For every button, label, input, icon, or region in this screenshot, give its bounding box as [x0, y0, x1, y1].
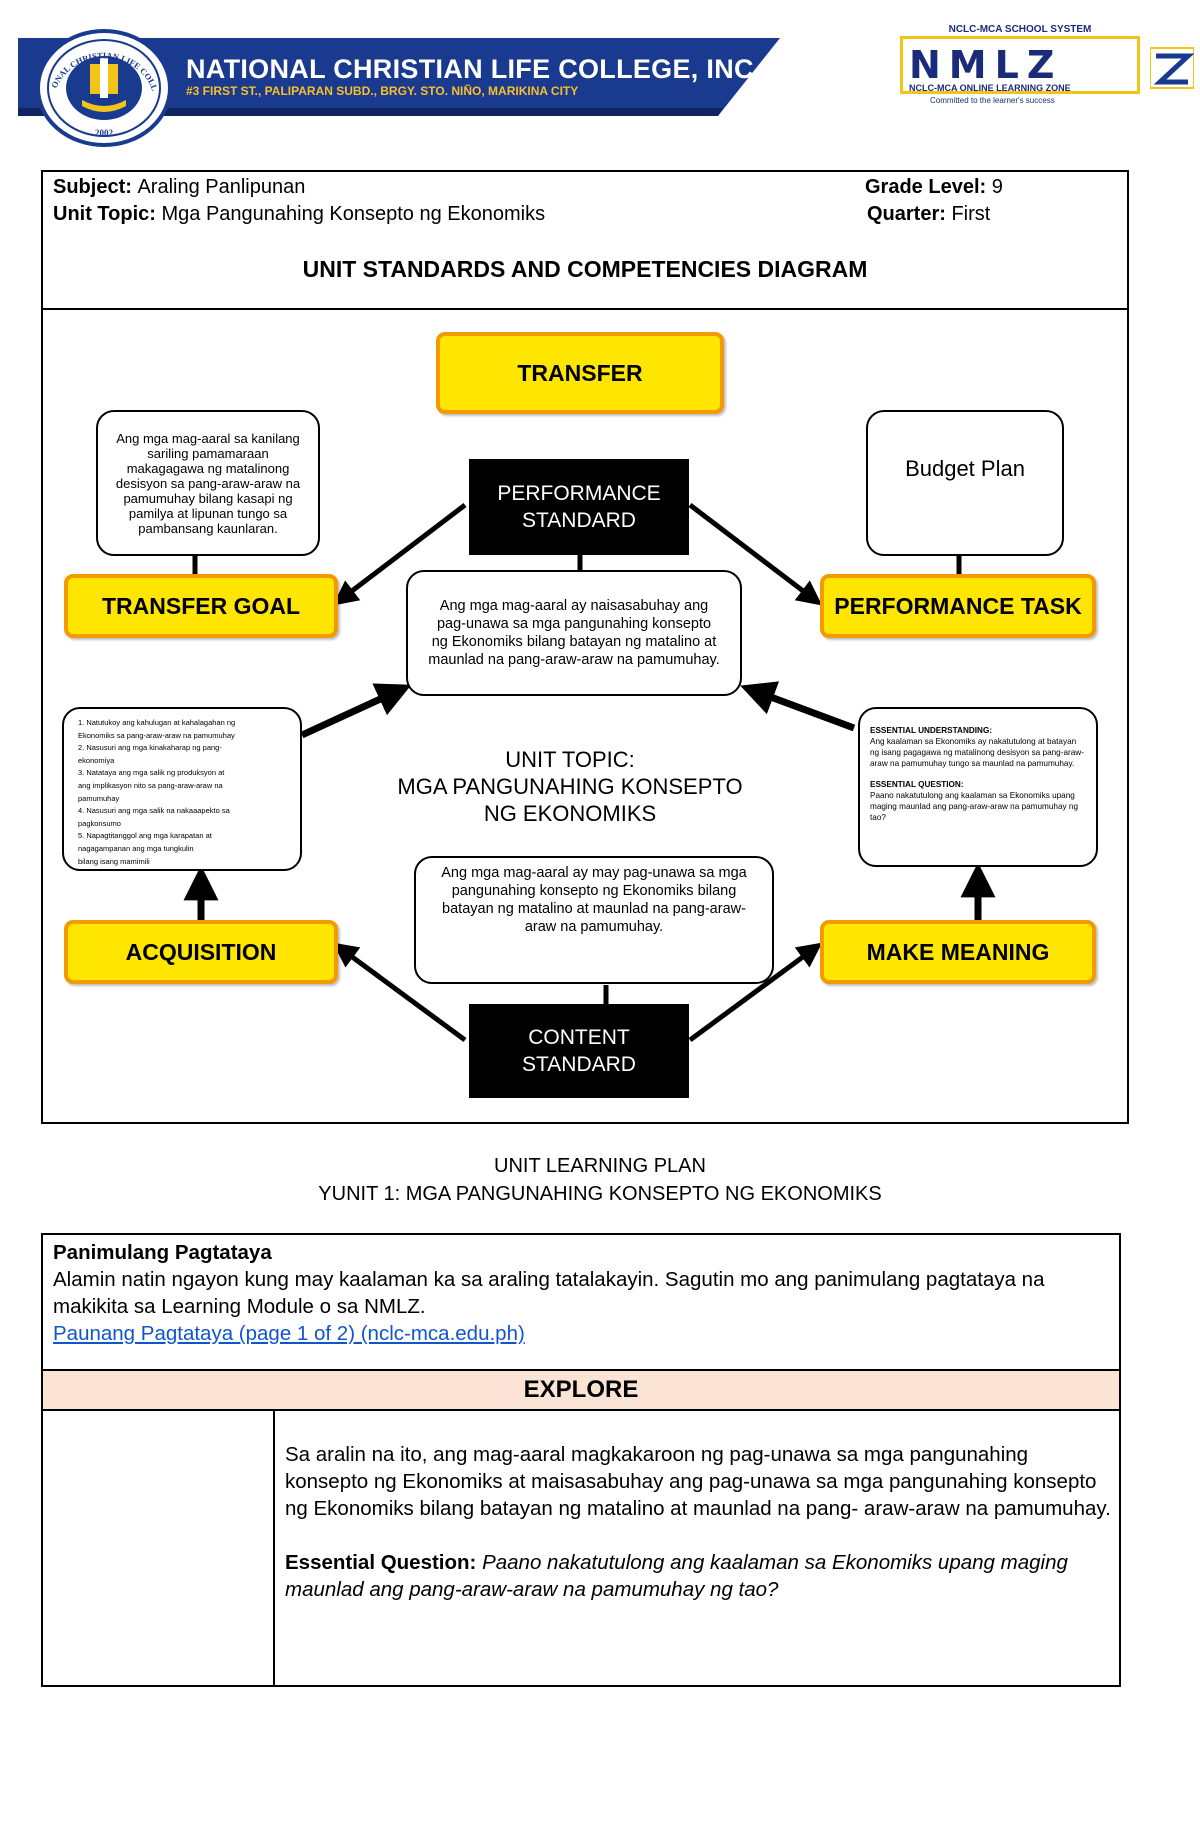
quarter-value: First	[951, 203, 991, 225]
panimulang-pagtataya-title: Panimulang Pagtataya	[53, 1241, 272, 1264]
learning-plan-heading: UNIT LEARNING PLAN	[494, 1155, 706, 1177]
school-banner	[18, 38, 780, 116]
nmlz-tagline: Committed to the learner's success	[930, 96, 1055, 105]
essential-understanding-text: Ang kaalaman sa Ekonomiks ay nakatutulon…	[870, 737, 1084, 768]
content-standard-line-1: CONTENT	[528, 1026, 630, 1049]
make-meaning-text-box: ESSENTIAL UNDERSTANDING: Ang kaalaman sa…	[858, 707, 1098, 867]
grade-level-line: Grade Level: 9	[865, 176, 1003, 199]
paunang-pagtataya-link[interactable]: Paunang Pagtataya (page 1 of 2) (nclc-mc…	[53, 1322, 525, 1345]
make-meaning-box: MAKE MEANING	[820, 920, 1096, 984]
explore-eq-label: Essential Question:	[285, 1551, 483, 1574]
unit-heading: YUNIT 1: MGA PANGUNAHING KONSEPTO NG EKO…	[318, 1183, 882, 1205]
unit-topic-label: Unit Topic:	[53, 203, 162, 225]
acquisition-text-box: 1. Natutukoy ang kahulugan at kahalagaha…	[62, 707, 302, 871]
explore-eq-text: Paano nakatutulong ang kaalaman sa Ekono…	[285, 1551, 1068, 1601]
arrow-meaning-to-center	[740, 681, 856, 732]
quarter-label: Quarter:	[867, 203, 952, 225]
content-standard-line-2: STANDARD	[522, 1053, 636, 1076]
acquisition-item: 4. Nasusuri ang mga salik na nakaaapekto…	[78, 806, 230, 816]
acquisition-item: nagagampanan ang mga tungkulin	[78, 843, 194, 853]
arrow-to-performance-task	[688, 503, 823, 606]
transfer-goal-box: TRANSFER GOAL	[64, 574, 338, 638]
explore-header: EXPLORE	[41, 1369, 1121, 1411]
unit-info-box: Subject: Araling Panlipunan Unit Topic: …	[41, 170, 1129, 310]
arrow-to-make-meaning	[688, 942, 823, 1043]
seal-text-ring: NATIONAL CHRISTIAN LIFE COLLEGE 2002	[31, 20, 160, 138]
performance-standard-text-box: Ang mga mag-aaral ay naisasabuhay ang pa…	[406, 570, 742, 696]
arrow-acquisition-to-center	[300, 683, 412, 739]
nmlz-system-label: NCLC-MCA SCHOOL SYSTEM	[948, 24, 1092, 35]
unit-topic-line: Unit Topic: Mga Pangunahing Konsepto ng …	[53, 203, 545, 226]
arrow-to-acquisition	[332, 942, 467, 1043]
acquisition-item: 5. Napagtitanggol ang mga karapatan at	[78, 831, 212, 841]
nmlz-letters: NMLZ	[909, 43, 1063, 87]
essential-question-label: ESSENTIAL QUESTION:	[870, 780, 964, 789]
subject-label: Subject:	[53, 176, 138, 198]
performance-standard-line-1: PERFORMANCE	[497, 482, 661, 505]
acquisition-item: 2. Nasusuri ang mga kinakaharap ng pang-	[78, 743, 222, 753]
explore-essential-question: Essential Question: Paano nakatutulong a…	[285, 1549, 1115, 1603]
panimulang-pagtataya-box: Panimulang Pagtataya Alamin natin ngayon…	[41, 1233, 1121, 1371]
unit-topic-line-3: NG EKONOMIKS	[483, 801, 657, 826]
explore-content: Sa aralin na ito, ang mag-aaral magkakar…	[285, 1441, 1115, 1603]
grade-level-value: 9	[991, 176, 1003, 198]
acquisition-item: ang implikasyon nito sa pang-araw-araw n…	[78, 780, 223, 790]
unit-topic-line-2: MGA PANGUNAHING KONSEPTO	[397, 774, 743, 799]
performance-standard-line-2: STANDARD	[522, 509, 636, 532]
subject-value: Araling Panlipunan	[137, 176, 306, 198]
content-standard-text-box: Ang mga mag-aaral ay may pag-unawa sa mg…	[414, 856, 774, 984]
diagram-title: UNIT STANDARDS AND COMPETENCIES DIAGRAM	[302, 256, 868, 282]
banner-background	[18, 38, 780, 116]
acquisition-item: ekonomiya	[78, 755, 115, 765]
acquisition-item: bilang isang mamimili	[78, 856, 150, 866]
acquisition-box: ACQUISITION	[64, 920, 338, 984]
explore-left-cell	[43, 1411, 275, 1685]
acquisition-item: Ekonomiks sa pang-araw-araw na pamumuhay	[78, 730, 235, 740]
subject-line: Subject: Araling Panlipunan	[53, 176, 305, 199]
acquisition-item: pamumuhay	[78, 793, 120, 803]
explore-table-row: Sa aralin na ito, ang mag-aaral magkakar…	[41, 1409, 1121, 1687]
nmlz-side-emblem	[1150, 47, 1194, 89]
learning-plan-title: UNIT LEARNING PLAN YUNIT 1: MGA PANGUNAH…	[0, 1152, 1200, 1208]
acquisition-item: 1. Natutukoy ang kahulugan at kahalagaha…	[78, 718, 236, 727]
explore-description: Sa aralin na ito, ang mag-aaral magkakar…	[285, 1443, 1111, 1520]
arrow-to-transfer-goal	[332, 503, 467, 606]
nmlz-logo: NCLC-MCA SCHOOL SYSTEM NMLZ NCLC-MCA ONL…	[900, 24, 1200, 105]
seal-lettering: NATIONAL CHRISTIAN LIFE COLLEGE 2002	[31, 20, 174, 148]
performance-task-box: PERFORMANCE TASK	[820, 574, 1096, 638]
seal-year: 2002	[95, 128, 114, 138]
unit-topic-center: UNIT TOPIC: MGA PANGUNAHING KONSEPTO NG …	[360, 746, 780, 827]
essential-understanding-label: ESSENTIAL UNDERSTANDING:	[870, 726, 993, 735]
acquisition-item: 3. Natataya ang mga salik ng produksyon …	[78, 768, 225, 778]
unit-topic-value: Mga Pangunahing Konsepto ng Ekonomiks	[161, 203, 546, 225]
transfer-goal-text-box: Ang mga mag-aaral sa kanilang sariling p…	[96, 410, 320, 556]
school-name: NATIONAL CHRISTIAN LIFE COLLEGE, INC.	[186, 54, 762, 84]
performance-task-text-box: Budget Plan	[866, 410, 1064, 556]
quarter-line: Quarter: First	[867, 203, 990, 226]
nmlz-subtitle: NCLC-MCA ONLINE LEARNING ZONE	[909, 83, 1071, 93]
content-standard-box: CONTENT STANDARD	[469, 1004, 689, 1098]
school-address: #3 FIRST ST., PALIPARAN SUBD., BRGY. STO…	[186, 84, 579, 98]
school-seal-logo	[36, 29, 172, 147]
grade-level-label: Grade Level:	[865, 176, 992, 198]
essential-question-text: Paano nakatutulong ang kaalaman sa Ekono…	[870, 791, 1078, 822]
performance-standard-box: PERFORMANCE STANDARD	[469, 459, 689, 555]
acquisition-item: pagkonsumo	[78, 818, 121, 828]
unit-topic-line-1: UNIT TOPIC:	[505, 747, 635, 772]
panimulang-pagtataya-text: Alamin natin ngayon kung may kaalaman ka…	[53, 1268, 1045, 1318]
transfer-box: TRANSFER	[436, 332, 724, 414]
nmlz-logo-box: NMLZ NCLC-MCA ONLINE LEARNING ZONE	[900, 36, 1140, 94]
diagram-frame	[41, 308, 1129, 1124]
